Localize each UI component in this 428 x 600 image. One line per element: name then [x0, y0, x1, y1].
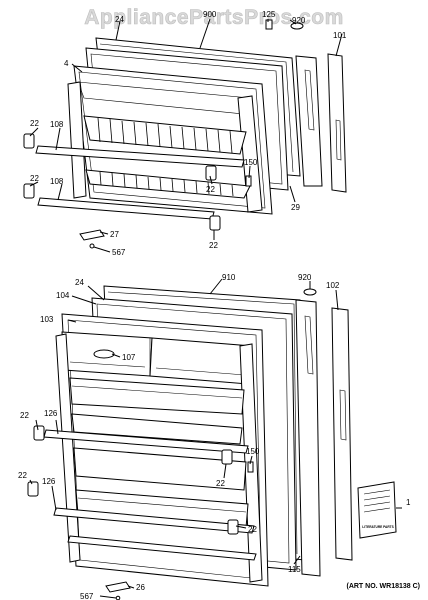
callout-900: 900	[203, 10, 217, 19]
callout-125: 125	[262, 10, 276, 19]
freezer-door-handle-trim	[327, 53, 347, 193]
screw-567	[89, 243, 95, 249]
callout-920-b: 920	[298, 273, 312, 282]
screw-567-bottom	[115, 595, 121, 600]
plug-920-bottom	[303, 288, 317, 296]
callout-115: 115	[288, 565, 301, 574]
callout-107: 107	[122, 353, 136, 362]
fresh-food-door-assembly: LITERATURE PARTS 24 910 9	[18, 273, 411, 600]
callout-567: 567	[112, 248, 126, 257]
callout-150: 150	[244, 158, 258, 167]
shelf-clip-right-upper	[205, 165, 217, 181]
callout-101: 101	[333, 31, 347, 40]
door-shelf-2	[71, 413, 243, 445]
door-clip-right-upper	[221, 449, 233, 465]
door-shelf-bar-lower	[53, 507, 255, 534]
callout-108-b: 108	[50, 177, 64, 186]
callout-4: 4	[64, 59, 69, 68]
freezer-shelf-bar-upper	[35, 145, 245, 168]
shelf-clip-left-lower	[23, 183, 35, 199]
callout-104: 104	[56, 291, 70, 300]
callout-103: 103	[40, 315, 54, 324]
callout-22-h: 22	[248, 525, 257, 534]
callout-102: 102	[326, 281, 340, 290]
watermark: AppliancePartsPros.com	[84, 6, 344, 29]
shelf-clip-left-upper	[23, 133, 35, 149]
callout-26: 26	[136, 583, 145, 592]
callout-567-b: 567	[80, 592, 94, 600]
callout-27: 27	[110, 230, 119, 239]
callout-24-b: 24	[75, 278, 84, 287]
door-shelf-3	[73, 447, 247, 491]
callout-108-a: 108	[50, 120, 64, 129]
callout-1: 1	[406, 498, 411, 507]
callout-22-d: 22	[209, 241, 218, 250]
callout-22-g: 22	[18, 471, 27, 480]
hinge-bracket-26	[105, 581, 131, 593]
fresh-food-door-handle-trim	[331, 307, 353, 561]
hinge-bracket-27	[79, 229, 105, 241]
callout-920: 920	[292, 16, 306, 25]
hinge-pin-125	[265, 19, 273, 30]
door-clip-left-upper	[33, 425, 45, 441]
callout-126-a: 126	[44, 409, 58, 418]
callout-22-c: 22	[206, 185, 215, 194]
callout-22-b: 22	[30, 174, 39, 183]
booklet-label: LITERATURE PARTS	[362, 525, 393, 529]
shelf-clip-right-lower	[209, 215, 221, 231]
plug-920	[290, 22, 304, 30]
freezer-door-assembly: 900 125 920 24 4 101 22 108 22 108 150 2…	[23, 10, 347, 257]
door-clip-right-lower	[227, 519, 239, 535]
freezer-shelf-upper	[83, 115, 247, 155]
shelf-grid-lower	[99, 171, 234, 197]
callout-22-e: 22	[20, 411, 29, 420]
door-clip-left-lower	[27, 481, 39, 497]
callout-22-f: 22	[216, 479, 225, 488]
callout-910: 910	[222, 273, 236, 282]
shelf-grid-upper	[97, 117, 233, 154]
callout-22-a: 22	[30, 119, 39, 128]
callout-126-b: 126	[42, 477, 56, 486]
callout-29: 29	[291, 203, 300, 212]
door-stop-150	[245, 175, 252, 187]
door-shelf-1	[69, 377, 245, 415]
callout-24: 24	[115, 15, 124, 24]
callout-150-b: 150	[246, 447, 260, 456]
art-number: (ART NO. WR18138 C)	[346, 583, 420, 590]
door-shelf-bar-upper	[43, 429, 249, 454]
